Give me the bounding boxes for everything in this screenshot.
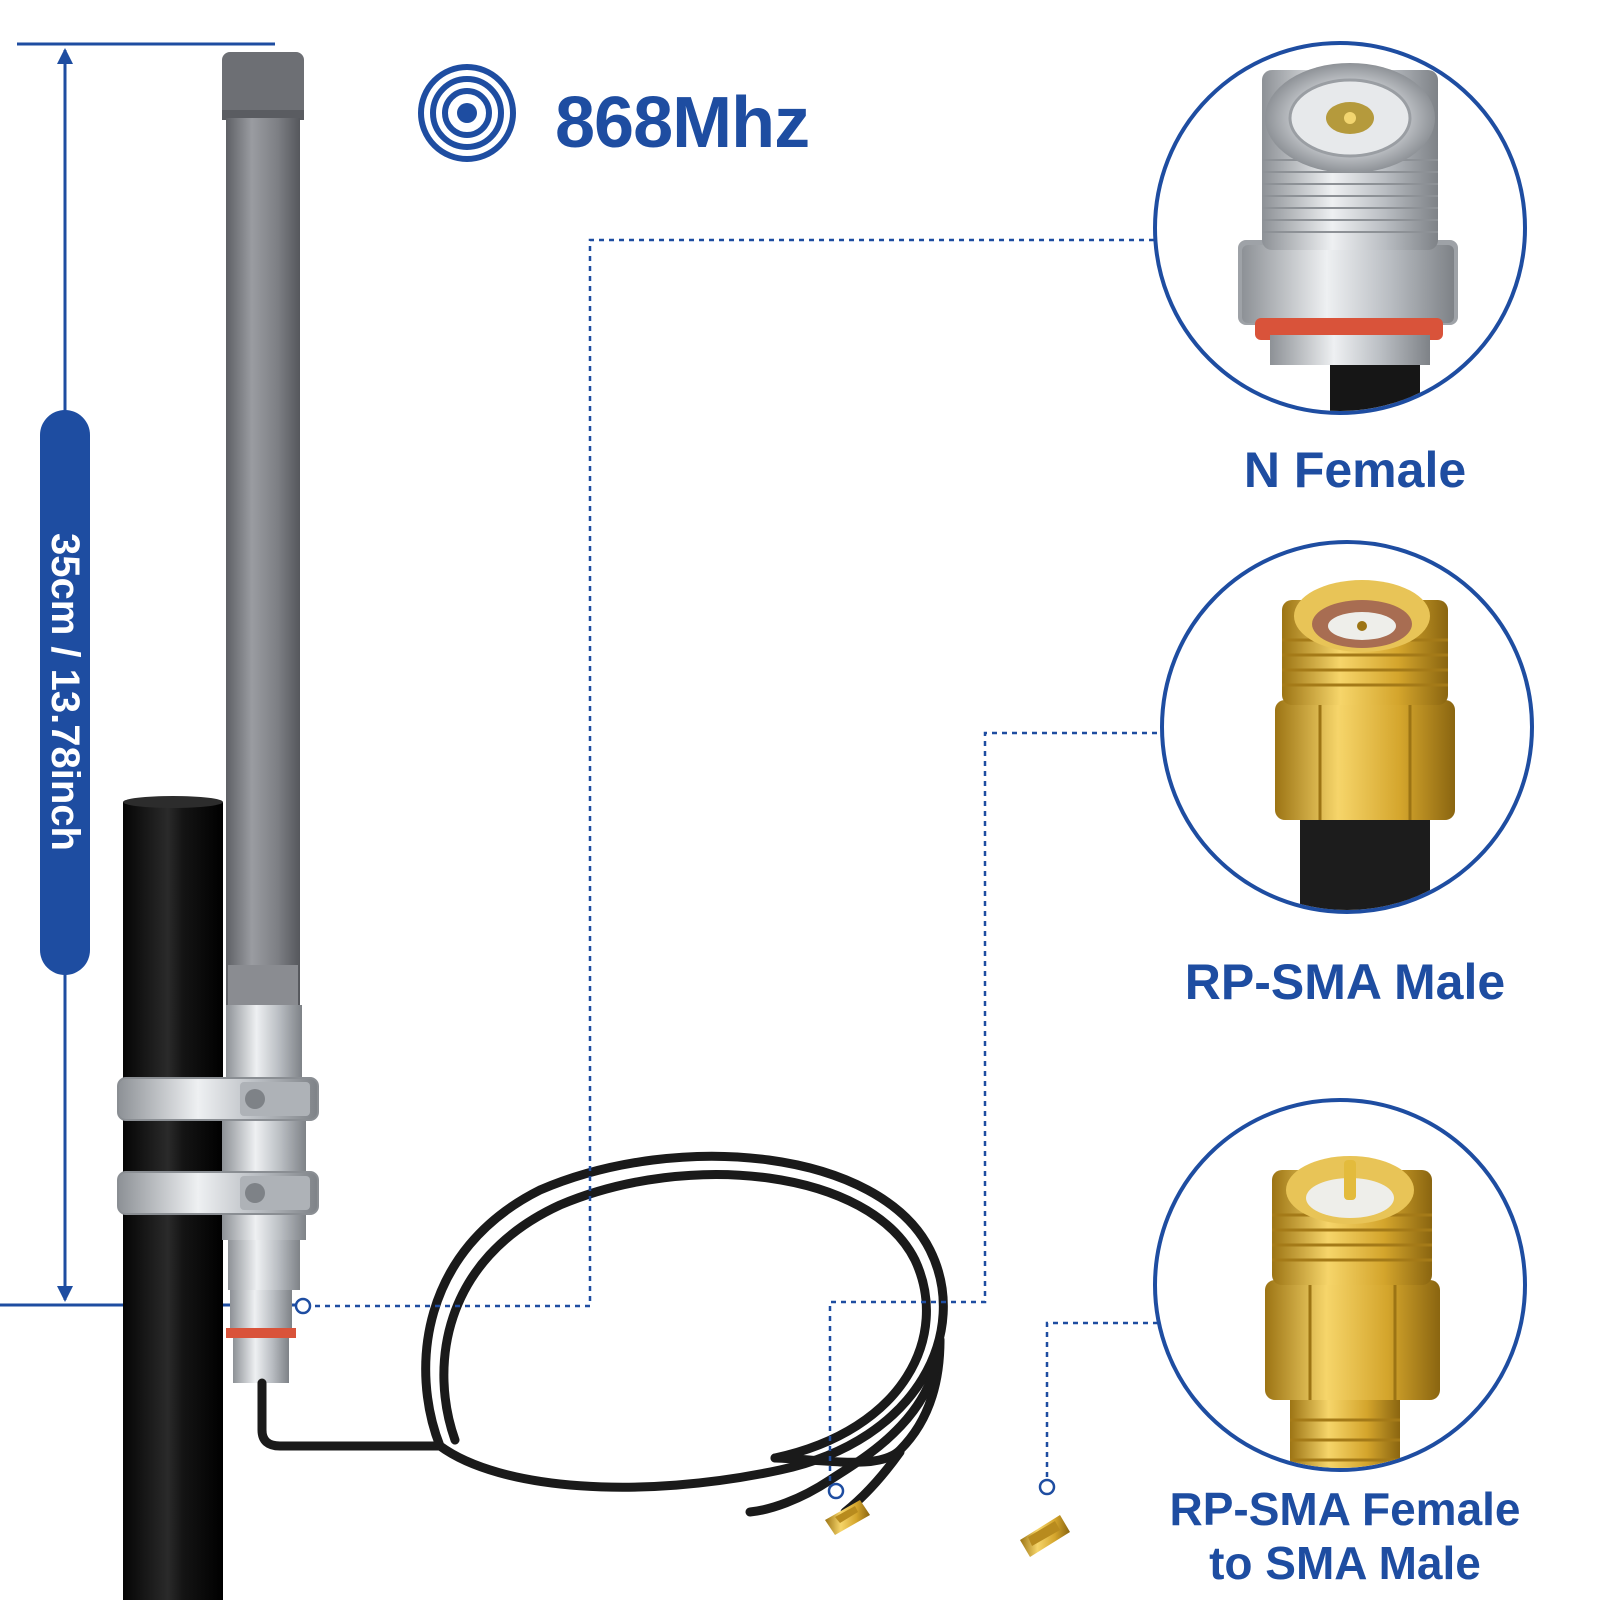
frequency-label: 868Mhz — [555, 83, 810, 163]
adapter-connector — [1020, 1515, 1070, 1557]
fiberglass-antenna — [222, 52, 306, 1383]
hose-clamps — [117, 1077, 319, 1215]
adapter-label-line2: to SMA Male — [1209, 1537, 1481, 1589]
leader-endpoints — [294, 1297, 1056, 1500]
coax-cable — [257, 1151, 948, 1517]
signal-icon — [418, 64, 516, 162]
adapter-detail — [1153, 1098, 1527, 1472]
adapter-label: RP-SMA Female to SMA Male — [1150, 1482, 1540, 1590]
rp-sma-male-detail — [1160, 540, 1534, 914]
dimension-pill — [40, 410, 90, 975]
n-female-label: N Female — [1243, 442, 1467, 498]
rp-sma-male-label: RP-SMA Male — [1184, 954, 1506, 1010]
adapter-label-line1: RP-SMA Female — [1169, 1483, 1521, 1535]
dimension-label: 35cm / 13.78inch — [43, 533, 87, 851]
leader-lines — [305, 238, 1185, 1491]
cable-connector — [825, 1500, 870, 1535]
n-female-detail — [1153, 41, 1527, 415]
